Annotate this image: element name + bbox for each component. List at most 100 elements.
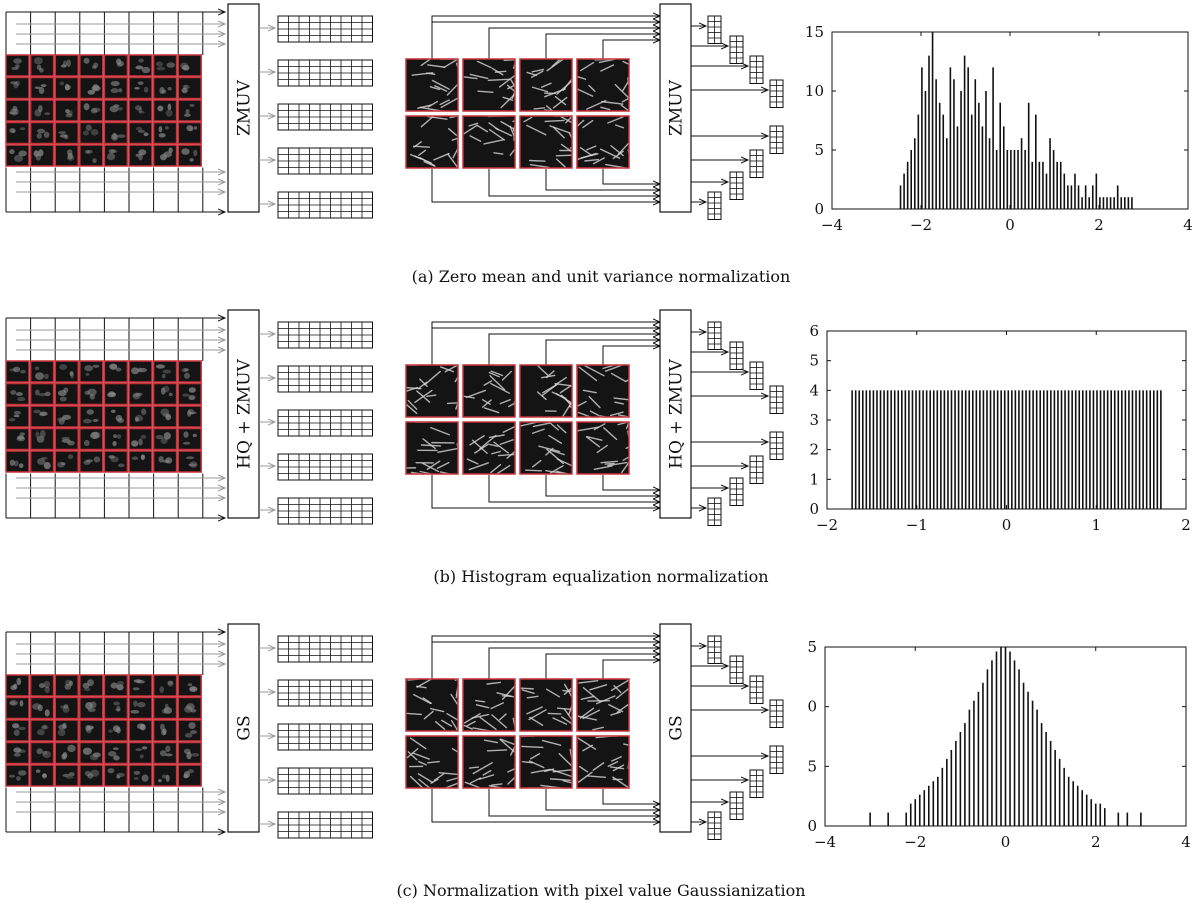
arrow <box>431 789 660 822</box>
feature-vector <box>749 361 764 390</box>
y-tick-label: 6 <box>809 322 819 340</box>
face-block <box>5 741 30 765</box>
gabor-image <box>405 678 459 732</box>
arrow <box>488 475 660 502</box>
feature-vector <box>769 125 784 154</box>
feature-vector <box>749 455 764 484</box>
x-tick-label: 2 <box>1181 516 1191 534</box>
gabor-image <box>462 58 516 112</box>
face-block <box>152 450 178 473</box>
arrow <box>431 169 660 202</box>
feature-vector <box>277 767 373 795</box>
norm-box-label: GS <box>667 715 687 740</box>
face-block <box>152 427 178 451</box>
arrow <box>431 636 660 679</box>
face-block <box>128 382 153 406</box>
face-block <box>54 405 79 428</box>
norm-box <box>227 309 260 519</box>
arrow <box>602 660 660 679</box>
arrow <box>488 169 660 196</box>
feature-vector <box>277 453 373 481</box>
caption-c: (c) Normalization with pixel value Gauss… <box>396 881 806 900</box>
feature-vector <box>277 635 373 663</box>
y-tick-label: 5 <box>807 638 817 656</box>
face-block <box>29 741 55 765</box>
feature-vector <box>277 409 373 437</box>
texture-image-diagram <box>405 16 660 202</box>
face-block <box>79 674 104 697</box>
face-block <box>177 360 202 383</box>
face-block <box>152 719 178 742</box>
face-block <box>177 54 202 77</box>
face-block <box>103 360 129 383</box>
face-block <box>79 696 104 720</box>
x-tick-label: −2 <box>904 833 926 851</box>
face-block <box>103 741 129 765</box>
face-block <box>5 360 30 383</box>
face-block <box>128 450 153 473</box>
x-tick-label: 4 <box>1183 216 1193 234</box>
face-block <box>54 76 79 100</box>
feature-vector <box>707 811 722 840</box>
feature-vector <box>729 477 744 506</box>
x-tick-label: 0 <box>1002 516 1012 534</box>
x-tick-label: −2 <box>816 516 838 534</box>
face-block <box>152 696 178 720</box>
texture-image-diagram <box>405 322 660 508</box>
gabor-image <box>519 58 573 112</box>
face-block <box>152 144 178 167</box>
feature-vector <box>277 723 373 751</box>
face-block <box>128 99 153 122</box>
feature-vector <box>707 191 722 220</box>
feature-vector <box>707 497 722 526</box>
face-block <box>5 405 30 428</box>
face-block <box>79 382 104 406</box>
face-block <box>29 144 55 167</box>
face-block <box>177 76 202 100</box>
face-block <box>128 427 153 451</box>
plot-frame <box>831 31 1189 210</box>
norm-box <box>227 3 260 213</box>
feature-vector <box>769 431 784 460</box>
arrow <box>545 169 660 190</box>
face-block <box>177 764 202 787</box>
arrow <box>545 789 660 810</box>
face-block <box>103 99 129 122</box>
y-tick-label: 1 <box>809 470 819 488</box>
x-tick-label: 1 <box>1091 516 1101 534</box>
norm-box-label: ZMUV <box>667 79 687 136</box>
face-block <box>54 99 79 122</box>
face-block <box>128 121 153 145</box>
gabor-image <box>576 678 630 732</box>
feature-vector <box>729 791 744 820</box>
feature-vector <box>749 675 764 704</box>
face-block <box>5 427 30 451</box>
face-block <box>79 121 104 145</box>
face-block <box>54 719 79 742</box>
face-block <box>79 719 104 742</box>
texture-image-diagram <box>405 636 660 822</box>
feature-vector <box>277 365 373 393</box>
feature-vector <box>749 55 764 84</box>
gabor-image <box>405 421 459 475</box>
gabor-image <box>519 678 573 732</box>
face-block <box>128 741 153 765</box>
face-block <box>54 741 79 765</box>
face-block <box>54 144 79 167</box>
arrow <box>545 654 660 679</box>
face-block <box>5 76 30 100</box>
face-block <box>54 382 79 406</box>
gabor-image <box>405 115 459 169</box>
arrow <box>488 28 660 59</box>
face-block <box>177 427 202 451</box>
face-block <box>128 405 153 428</box>
norm-box <box>659 3 692 213</box>
face-block <box>152 405 178 428</box>
x-tick-label: 4 <box>1181 833 1191 851</box>
face-block <box>103 76 129 100</box>
arrow <box>602 475 660 490</box>
